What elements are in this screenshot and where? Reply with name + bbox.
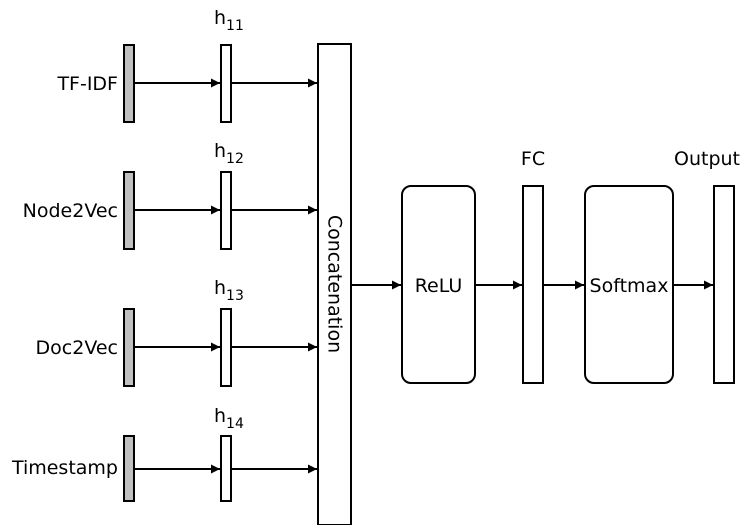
concatenation-block [317, 43, 352, 525]
input-node-timestamp [123, 435, 135, 502]
hidden-node-h14 [220, 435, 232, 502]
input-node-node2vec [123, 171, 135, 250]
input-label-tfidf: TF-IDF [56, 73, 118, 95]
input-label-doc2vec: Doc2Vec [36, 337, 118, 359]
hidden-label-h12: h12 [214, 140, 244, 167]
hidden-label-h14: h14 [214, 405, 244, 432]
fc-layer [522, 185, 544, 384]
input-node-tfidf [123, 44, 135, 123]
input-node-doc2vec [123, 308, 135, 387]
hidden-node-h11 [220, 44, 232, 123]
hidden-label-h13: h13 [214, 277, 244, 304]
hidden-node-h13 [220, 308, 232, 387]
output-layer [713, 185, 735, 384]
relu-label: ReLU [415, 275, 463, 297]
softmax-label: Softmax [590, 275, 669, 297]
hidden-label-h11: h11 [214, 7, 244, 34]
input-label-timestamp: Timestamp [11, 457, 118, 479]
input-label-node2vec: Node2Vec [23, 200, 118, 222]
hidden-node-h12 [220, 171, 232, 250]
output-label: Output [674, 148, 740, 170]
fc-label: FC [521, 148, 545, 170]
concatenation-label: Concatenation [324, 215, 346, 353]
